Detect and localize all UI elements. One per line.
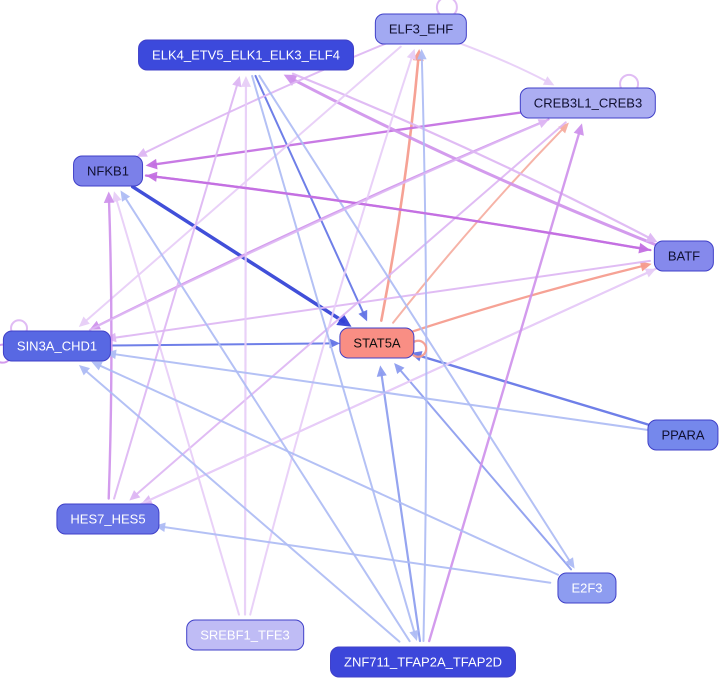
edge-NFKB1-to-BATF <box>144 174 644 250</box>
edge-CREB3L1_CREB3-to-NFKB1 <box>152 110 530 166</box>
arrowhead-STAT5A-to-BATF <box>639 261 652 272</box>
arrowhead-E2F3-to-HES7_HES5 <box>154 522 166 532</box>
arrowhead-ELF3_EHF-to-NFKB1 <box>136 148 148 157</box>
edge-ELF3_EHF-to-CREB3L1_CREB3 <box>453 40 549 83</box>
arrowhead-ZNF711_TFAP2A_TFAP2D-to-CREB3L1_CREB3 <box>573 123 584 136</box>
edge-NFKB1-to-STAT5A <box>131 185 346 324</box>
arrowhead-SIN3A_CHD1-to-CREB3L1_CREB3 <box>537 119 550 129</box>
edge-HES7_HES5-to-BATF <box>140 270 651 505</box>
arrowhead-SREBF1_TFE3-to-ELK4_ETV5_ELK1_ELK3_ELF4 <box>240 76 252 87</box>
edge-ELK4_ETV5_ELK1_ELK3_ELF4-to-E2F3 <box>258 74 572 564</box>
edge-BATF-to-SIN3A_CHD1 <box>111 259 651 339</box>
node-PPARA[interactable]: PPARA <box>647 419 719 451</box>
arrowhead-E2F3-to-SIN3A_CHD1 <box>91 361 103 371</box>
edge-ELK4_ETV5_ELK1_ELK3_ELF4-to-STAT5A <box>254 74 366 316</box>
edge-HES7_HES5-to-NFKB1 <box>107 198 113 500</box>
arrowhead-ZNF711_TFAP2A_TFAP2D-to-NFKB1 <box>120 190 131 202</box>
edge-STAT5A-to-ELF3_EHF <box>379 55 420 322</box>
arrowhead-CREB3L1_CREB3-to-NFKB1 <box>145 158 158 170</box>
node-NFKB1[interactable]: NFKB1 <box>73 155 143 187</box>
arrowhead-HES7_HES5-to-BATF <box>644 268 657 278</box>
arrowhead-SREBF1_TFE3-to-ELF3_EHF <box>406 48 416 61</box>
edge-SREBF1_TFE3-to-ELK4_ETV5_ELK1_ELK3_ELF4 <box>243 82 248 616</box>
node-E2F3[interactable]: E2F3 <box>557 572 617 604</box>
arrowhead-PPARA-to-SIN3A_CHD1 <box>105 349 117 360</box>
arrowhead-NFKB1-to-STAT5A <box>336 313 352 327</box>
arrowhead-CREB3L1_CREB3-to-HES7_HES5 <box>129 490 141 501</box>
arrowhead-HES7_HES5-to-NFKB1 <box>103 191 115 203</box>
node-SIN3A_CHD1[interactable]: SIN3A_CHD1 <box>2 330 112 362</box>
edge-HES7_HES5-to-ELK4_ETV5_ELK1_ELK3_ELF4 <box>113 81 239 500</box>
arrowhead-ELK4_ETV5_ELK1_ELK3_ELF4-to-STAT5A <box>358 309 368 322</box>
arrowhead-ZNF711_TFAP2A_TFAP2D-to-SIN3A_CHD1 <box>78 364 91 376</box>
node-STAT5A[interactable]: STAT5A <box>339 327 415 359</box>
arrowhead-ELF3_EHF-to-CREB3L1_CREB3 <box>542 76 555 86</box>
arrowhead-ELK4_ETV5_ELK1_ELK3_ELF4-to-BATF <box>645 232 658 243</box>
arrowhead-SREBF1_TFE3-to-NFKB1 <box>112 191 122 203</box>
arrowhead-ELF3_EHF-to-SIN3A_CHD1 <box>78 316 90 327</box>
edge-ZNF711_TFAP2A_TFAP2D-to-STAT5A <box>380 371 422 643</box>
node-SREBF1_TFE3[interactable]: SREBF1_TFE3 <box>186 619 304 651</box>
edge-ELF3_EHF-to-SIN3A_CHD1 <box>83 45 402 324</box>
edge-E2F3-to-HES7_HES5 <box>160 525 552 584</box>
edge-CREB3L1_CREB3-to-HES7_HES5 <box>133 121 567 497</box>
edge-ELK4_ETV5_ELK1_ELK3_ELF4-to-BATF <box>291 72 652 240</box>
arrowhead-ZNF711_TFAP2A_TFAP2D-to-STAT5A <box>376 365 387 377</box>
edge-PPARA-to-SIN3A_CHD1 <box>111 352 649 431</box>
node-ELF3_EHF[interactable]: ELF3_EHF <box>374 13 468 45</box>
edge-E2F3-to-SIN3A_CHD1 <box>96 363 559 576</box>
edge-ZNF711_TFAP2A_TFAP2D-to-NFKB1 <box>123 195 411 643</box>
edge-ZNF711_TFAP2A_TFAP2D-to-CREB3L1_CREB3 <box>427 129 581 643</box>
edge-SIN3A_CHD1-to-CREB3L1_CREB3 <box>88 121 544 331</box>
arrowhead-ELK4_ETV5_ELK1_ELK3_ELF4-to-E2F3 <box>564 557 575 569</box>
edge-E2F3-to-STAT5A <box>397 367 573 571</box>
arrowhead-E2F3-to-STAT5A <box>394 362 405 374</box>
arrowhead-HES7_HES5-to-ELK4_ETV5_ELK1_ELK3_ELF4 <box>232 75 242 88</box>
edge-ZNF711_TFAP2A_TFAP2D-to-SIN3A_CHD1 <box>83 368 401 643</box>
edge-STAT5A-to-BATF <box>408 264 646 334</box>
arrowhead-STAT5A-to-CREB3L1_CREB3 <box>558 122 569 134</box>
edge-ELF3_EHF-to-NFKB1 <box>141 41 390 155</box>
edge-SREBF1_TFE3-to-NFKB1 <box>115 197 240 616</box>
edge-SIN3A_CHD1-to-STAT5A <box>107 342 334 347</box>
node-ZNF711_TFAP2A_TFAP2D[interactable]: ZNF711_TFAP2A_TFAP2D <box>330 646 516 678</box>
arrowhead-SIN3A_CHD1-to-STAT5A <box>329 338 341 349</box>
edge-PPARA-to-STAT5A <box>416 354 652 427</box>
arrowhead-ZNF711_TFAP2A_TFAP2D-to-ELF3_EHF <box>417 48 427 60</box>
node-HES7_HES5[interactable]: HES7_HES5 <box>56 503 160 535</box>
arrowhead-ELK4_ETV5_ELK1_ELK3_ELF4-to-ZNF711_TFAP2A_TFAP2D <box>409 629 419 642</box>
node-CREB3L1_CREB3[interactable]: CREB3L1_CREB3 <box>519 87 657 119</box>
arrowhead-BATF-to-ELK4_ETV5_ELK1_ELK3_ELF4 <box>283 74 298 86</box>
node-BATF[interactable]: BATF <box>653 240 715 272</box>
node-ELK4_ETV5_ELK1_ELK3_ELF4[interactable]: ELK4_ETV5_ELK1_ELK3_ELF4 <box>138 39 354 71</box>
edge-ELK4_ETV5_ELK1_ELK3_ELF4-to-ZNF711_TFAP2A_TFAP2D <box>251 74 416 636</box>
arrowhead-NFKB1-to-BATF <box>638 242 651 254</box>
